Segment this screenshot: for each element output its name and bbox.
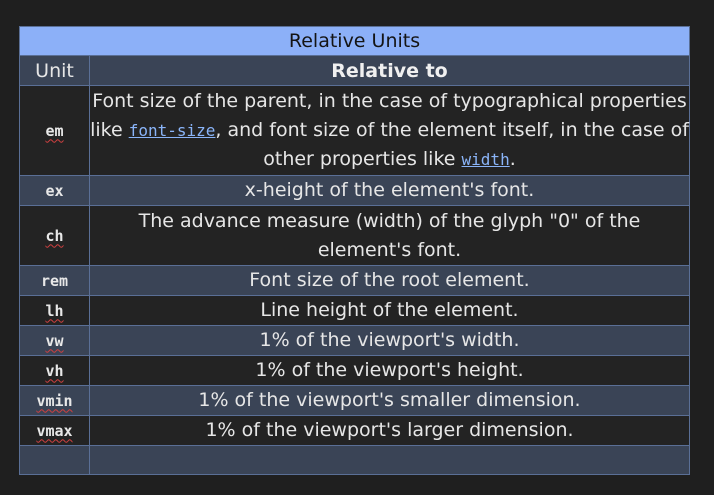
unit-ch: ch (45, 226, 64, 245)
table-row: em Font size of the parent, in the case … (19, 85, 690, 176)
empty-unit-cell (19, 445, 90, 475)
relative-cell: Line height of the element. (89, 295, 690, 326)
unit-ex: ex (45, 181, 64, 200)
table-row: vmin 1% of the viewport's smaller dimens… (19, 385, 690, 416)
em-description-start: Font size of the parent, in the case of … (90, 90, 687, 141)
table-row: vmax 1% of the viewport's larger dimensi… (19, 415, 690, 446)
table-title: Relative Units (19, 26, 690, 56)
unit-cell: rem (19, 265, 90, 296)
unit-cell: vh (19, 355, 90, 386)
relative-cell: 1% of the viewport's smaller dimension. (89, 385, 690, 416)
unit-cell: lh (19, 295, 90, 326)
width-link[interactable]: width (461, 150, 510, 169)
unit-vmin: vmin (36, 391, 73, 410)
relative-cell: 1% of the viewport's height. (89, 355, 690, 386)
unit-vmax: vmax (36, 421, 73, 440)
unit-cell: ex (19, 175, 90, 206)
empty-relative-cell (89, 445, 690, 475)
font-size-link[interactable]: font-size (128, 121, 216, 140)
unit-lh: lh (45, 301, 64, 320)
table-header-row: Unit Relative to (19, 55, 690, 86)
relative-cell: Font size of the parent, in the case of … (89, 85, 690, 176)
relative-cell: Font size of the root element. (89, 265, 690, 296)
table-row: vh 1% of the viewport's height. (19, 355, 690, 386)
column-header-unit: Unit (19, 55, 90, 86)
relative-cell: The advance measure (width) of the glyph… (89, 205, 690, 266)
relative-units-table: Relative Units Unit Relative to em Font … (19, 26, 690, 475)
table-row: vw 1% of the viewport's width. (19, 325, 690, 356)
unit-vh: vh (45, 361, 64, 380)
relative-cell: x-height of the element's font. (89, 175, 690, 206)
column-header-relative-to: Relative to (89, 55, 690, 86)
unit-cell: vw (19, 325, 90, 356)
unit-cell: ch (19, 205, 90, 266)
table-row: ex x-height of the element's font. (19, 175, 690, 206)
table-row: lh Line height of the element. (19, 295, 690, 326)
table-title-row: Relative Units (19, 26, 690, 56)
empty-table-row (19, 445, 690, 475)
unit-cell: em (19, 85, 90, 176)
unit-cell: vmax (19, 415, 90, 446)
table-row: ch The advance measure (width) of the gl… (19, 205, 690, 266)
em-description-middle: , and font size of the element itself, i… (215, 119, 689, 170)
relative-cell: 1% of the viewport's larger dimension. (89, 415, 690, 446)
unit-cell: vmin (19, 385, 90, 416)
relative-cell: 1% of the viewport's width. (89, 325, 690, 356)
em-description-end: . (509, 148, 516, 170)
unit-vw: vw (45, 331, 64, 350)
unit-rem: rem (40, 271, 69, 290)
table-row: rem Font size of the root element. (19, 265, 690, 296)
unit-em: em (45, 121, 64, 140)
